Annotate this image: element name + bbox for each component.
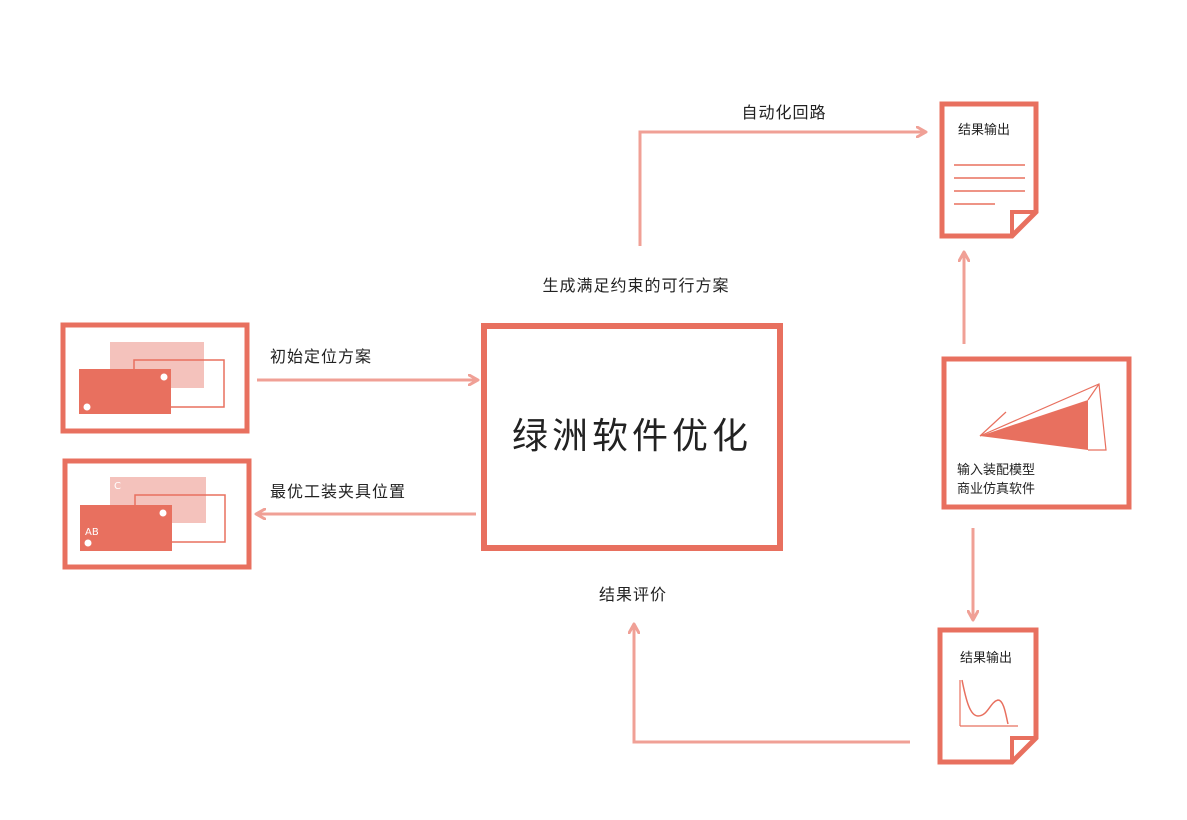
simulation-line-1: 输入装配模型 xyxy=(957,462,1035,478)
output-document-bottom: 结果输出 xyxy=(937,627,1039,765)
center-title: 绿洲软件优化 xyxy=(512,416,752,457)
simulation-line-2: 商业仿真软件 xyxy=(957,482,1035,497)
arrow-output-to-evaluation xyxy=(634,624,910,744)
fixture-dot xyxy=(159,509,167,517)
arrow-auto-loop xyxy=(638,132,926,246)
output-document-top: 结果输出 xyxy=(939,101,1039,239)
initial-fixture-box xyxy=(60,322,250,434)
fixture-dot xyxy=(160,373,168,381)
fixture-label-ab: AB xyxy=(85,527,99,538)
label-auto-loop: 自动化回路 xyxy=(741,103,826,122)
curve-chart-icon xyxy=(959,679,1018,727)
optimal-fixture-box: C AB xyxy=(62,458,252,570)
output-top-title: 结果输出 xyxy=(958,122,1010,138)
fixture-label-c: C xyxy=(114,481,121,492)
fixture-solid-block xyxy=(79,369,171,414)
fixture-dot xyxy=(84,539,92,547)
center-box: 绿洲软件优化 xyxy=(481,323,783,551)
label-evaluation: 结果评价 xyxy=(599,585,667,604)
label-optimal-position: 最优工装夹具位置 xyxy=(270,482,406,501)
label-initial-plan: 初始定位方案 xyxy=(270,347,372,366)
output-bottom-title: 结果输出 xyxy=(960,650,1012,666)
wedge-model-icon xyxy=(979,383,1107,451)
simulation-box: 输入装配模型 商业仿真软件 xyxy=(941,356,1132,510)
fixture-dot xyxy=(83,403,91,411)
fixture-solid-block xyxy=(80,505,172,551)
label-feasible-plan: 生成满足约束的可行方案 xyxy=(542,276,729,295)
page-fold xyxy=(1010,210,1036,236)
page-fold xyxy=(1010,736,1036,762)
